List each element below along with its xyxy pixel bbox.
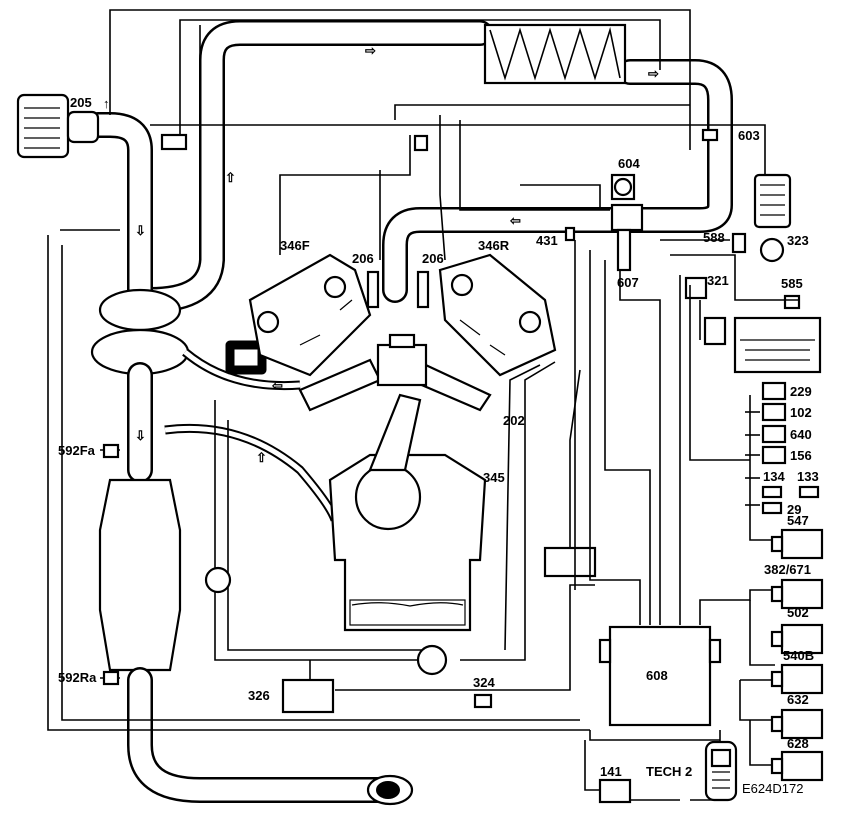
svg-text:⇧: ⇧: [256, 450, 267, 465]
label-323: 323: [787, 233, 809, 248]
label-326: 326: [248, 688, 270, 703]
throttle-unit-604: [610, 173, 644, 272]
canister-326: [281, 678, 335, 714]
label-603: 603: [738, 128, 760, 143]
ecu-608: [608, 625, 712, 727]
valve-321: [684, 276, 708, 300]
radiator-323: [753, 173, 792, 263]
label-205: 205: [70, 95, 92, 110]
tech2-label: TECH 2: [646, 764, 692, 779]
connector-blocks: [770, 528, 824, 782]
label-102: 102: [790, 405, 812, 420]
sensor-top-left: [413, 134, 429, 152]
intercooler: [483, 23, 627, 85]
exhaust-manifolds: [164, 340, 340, 522]
label-382-671: 382/671: [764, 562, 811, 577]
sensor-588: [731, 232, 747, 254]
label-632: 632: [787, 692, 809, 707]
svg-text:⇨: ⇨: [365, 43, 376, 58]
label-592Ra: 592Ra: [58, 670, 97, 685]
engine-block: [298, 333, 492, 632]
label-229: 229: [790, 384, 812, 399]
label-640: 640: [790, 427, 812, 442]
sensor-603: [701, 128, 719, 142]
label-346F: 346F: [280, 238, 310, 253]
label-156: 156: [790, 448, 812, 463]
svg-text:⇦: ⇦: [271, 378, 283, 393]
injector-front: [366, 270, 380, 309]
oil-trap-line: [569, 369, 581, 548]
flow-arrows: ⇨ ⇨ ⇧ ⇩ ⇦ ⇦ ⇧ ⇩ ↑: [103, 43, 659, 465]
label-345: 345: [483, 470, 505, 485]
svg-text:⇩: ⇩: [135, 428, 146, 443]
label-134: 134: [763, 469, 785, 484]
sensor-324: [473, 693, 493, 709]
sensor-near-321: [703, 316, 727, 346]
intake-air-pipe: [85, 20, 733, 313]
label-604: 604: [618, 156, 640, 171]
reference-code: E624D172: [742, 781, 803, 796]
diagnostic-connector-141: [598, 778, 632, 804]
label-346R: 346R: [478, 238, 510, 253]
lambda-rear-sensor: [102, 670, 120, 686]
sensor-585: [783, 294, 801, 310]
label-608: 608: [646, 668, 668, 683]
cylinder-head-rear: [438, 253, 557, 377]
label-540B: 540B: [783, 648, 814, 663]
label-206-front: 206: [352, 251, 374, 266]
label-206-rear: 206: [422, 251, 444, 266]
cylinder-head-front: [248, 253, 372, 377]
lambda-front-sensor: [102, 443, 120, 459]
sensor-stack: [761, 381, 820, 515]
sensor-near-205: [160, 133, 188, 151]
tech2-tool: [704, 740, 738, 802]
svg-text:⇦: ⇦: [509, 213, 521, 228]
oil-trap: [543, 546, 597, 578]
label-588: 588: [703, 230, 725, 245]
label-324: 324: [473, 675, 495, 690]
ecu-connector-right: [708, 638, 722, 664]
sensor-431: [564, 226, 576, 242]
label-431: 431: [536, 233, 558, 248]
injector-rear: [416, 270, 430, 309]
label-29: 29: [787, 502, 801, 517]
label-321: 321: [707, 273, 729, 288]
label-585: 585: [781, 276, 803, 291]
label-547: 547: [787, 513, 809, 528]
svg-text:⇨: ⇨: [648, 66, 659, 81]
coolant-circuit: [204, 361, 556, 676]
label-592Fa: 592Fa: [58, 443, 96, 458]
label-607: 607: [617, 275, 639, 290]
label-141: 141: [600, 764, 622, 779]
exhaust-system: [98, 362, 414, 806]
svg-text:⇧: ⇧: [225, 170, 236, 185]
wiring-harness: [47, 9, 800, 801]
turbocharger: [90, 288, 190, 376]
svg-text:↑: ↑: [103, 96, 110, 111]
ecu-connector-left: [598, 638, 612, 664]
air-filter: [16, 93, 100, 159]
label-133: 133: [797, 469, 819, 484]
label-628: 628: [787, 736, 809, 751]
coolant-tank: [733, 316, 822, 374]
label-502: 502: [787, 605, 809, 620]
svg-text:⇩: ⇩: [135, 223, 146, 238]
label-202: 202: [503, 413, 525, 428]
